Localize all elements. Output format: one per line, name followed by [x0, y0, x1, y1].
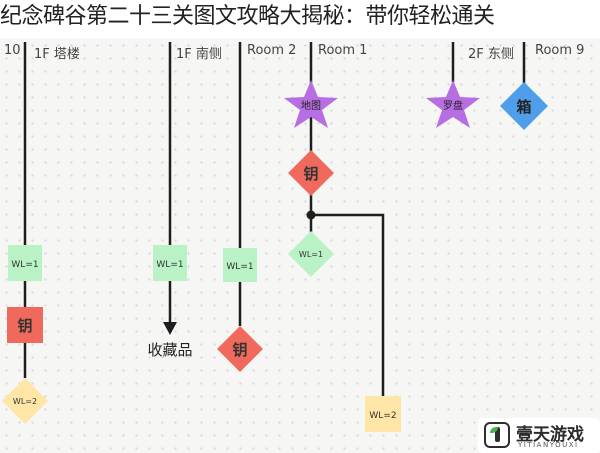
wl-label: WL=1 [156, 260, 183, 270]
box-label: 箱 [516, 98, 531, 116]
watermark-subtext: YITIANYOUXI [518, 441, 579, 449]
wl-label: WL=1 [11, 260, 38, 270]
column-label-1f-south: 1F 南侧 [176, 47, 222, 62]
key-label: 钥 [232, 341, 247, 359]
watermark-text: 壹天游戏 [516, 425, 584, 445]
key-node-room-1: 钥 [288, 150, 334, 196]
box-node: 箱 [500, 82, 548, 130]
wl2-node-1f-tower: WL=2 [2, 378, 48, 424]
wl-node-1f-tower: WL=1 [8, 245, 42, 281]
key-label: 钥 [303, 165, 318, 183]
column-label-room-2: Room 2 [247, 43, 297, 58]
column-label-10: 10 [4, 43, 21, 58]
wl-label: WL=2 [13, 397, 37, 406]
page-title: 纪念碑谷第二十三关图文攻略大揭秘：带你轻松通关 [0, 0, 600, 38]
column-label-2f-east: 2F 东侧 [468, 47, 514, 62]
wl-node-room-2: WL=1 [223, 248, 257, 282]
compass-star-label: 罗盘 [443, 99, 463, 112]
arrow-head-icon [163, 322, 177, 335]
junction-dot [306, 210, 316, 220]
column-label-room-9: Room 9 [535, 43, 585, 58]
map-star-label: 地图 [301, 99, 321, 112]
wl-label: WL=1 [299, 250, 323, 259]
collectible-label: 收藏品 [147, 341, 192, 359]
column-label-1f-tower: 1F 塔楼 [34, 47, 80, 62]
key-label: 钥 [17, 317, 32, 335]
watermark: 壹天游戏 YITIANYOUXI [478, 418, 600, 453]
key-node-room-2: 钥 [217, 326, 263, 372]
wl2-node-room-1-branch: WL=2 [365, 396, 401, 432]
watermark-logo-icon [484, 422, 510, 448]
wl-label: WL=1 [226, 262, 253, 272]
map-star-node: 地图 [284, 80, 338, 128]
compass-star-node: 罗盘 [426, 80, 480, 128]
column-label-room-1: Room 1 [318, 43, 368, 58]
key-node-1f-tower: 钥 [7, 307, 43, 343]
wl-node-1f-south: WL=1 [153, 245, 187, 281]
wl-label: WL=2 [369, 411, 396, 421]
wl-node-room-1: WL=1 [288, 231, 334, 277]
line-branch-room-1 [311, 213, 385, 398]
